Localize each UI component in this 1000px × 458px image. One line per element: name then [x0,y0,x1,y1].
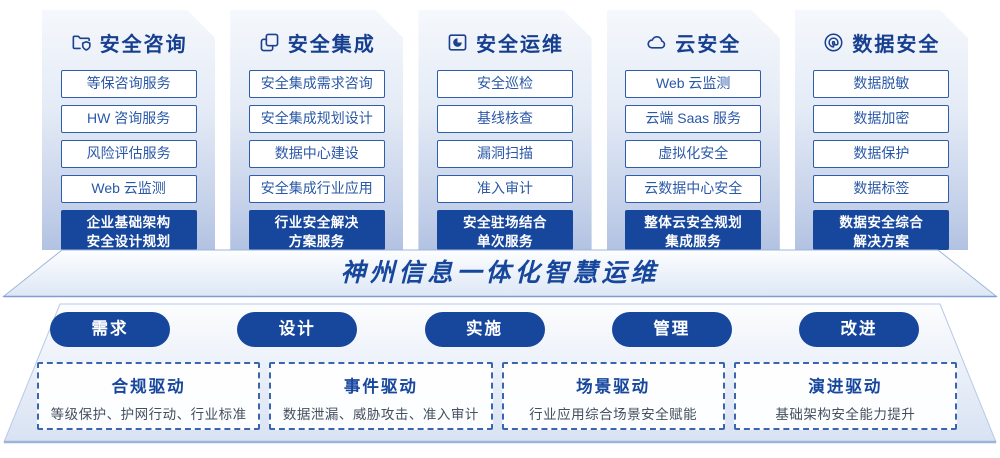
service-item: 云端 Saas 服务 [625,105,761,133]
service-item-list: Web 云监测云端 Saas 服务虚拟化安全云数据中心安全 [625,70,761,203]
service-item: HW 咨询服务 [61,105,197,133]
column-title: 安全运维 [476,33,564,56]
service-item: 安全集成需求咨询 [249,70,385,98]
pie-folder-icon [446,31,469,54]
service-item: 安全巡检 [437,70,573,98]
cloud-icon [645,31,668,54]
column-footer-label: 行业安全解决 方案服务 [249,210,385,250]
service-item: 基线核查 [437,105,573,133]
column-header: 安全运维 [446,29,564,55]
column-footer-label: 数据安全综合 解决方案 [813,210,949,250]
driver-box: 合规驱动 等级保护、护网行动、行业标准 [37,362,261,430]
column-title: 安全集成 [287,33,376,56]
driver-box: 演进驱动 基础架构安全能力提升 [733,362,957,430]
phase-pill: 实施 [424,312,545,347]
service-columns: 安全咨询 等保咨询服务 HW 咨询服务风险评估服务 Web 云监测 企业基础架构 安… [42,10,968,250]
column-title: 安全咨询 [99,33,188,56]
driver-desc: 行业应用综合场景安全赋能 [529,407,698,422]
service-item: 安全集成规划设计 [249,105,385,133]
service-item-list: 数据脱敏数据加密数据保护数据标签 [813,70,949,203]
driver-title: 场景驱动 [576,378,651,396]
driver-desc: 数据泄漏、威胁攻击、准入审计 [282,407,479,422]
column-header: 安全集成 [258,29,376,55]
service-item: 风险评估服务 [61,140,197,168]
service-column-card: 安全咨询 等保咨询服务 HW 咨询服务风险评估服务 Web 云监测 企业基础架构 安… [42,10,215,250]
folder-shield-icon [70,31,93,54]
service-item: 数据加密 [813,105,949,133]
service-item: 数据脱敏 [813,70,949,98]
phase-pill: 改进 [799,312,919,347]
driver-title: 合规驱动 [111,378,186,396]
service-column-card: 云安全 Web 云监测云端 Saas 服务虚拟化安全云数据中心安全 整体云安全规… [607,10,780,250]
driver-boxes: 合规驱动 等级保护、护网行动、行业标准 事件驱动 数据泄漏、威胁攻击、准入审计 … [37,362,957,430]
banner-title: 神州信息一体化智慧运维 [340,259,660,287]
service-item: Web 云监测 [625,70,761,98]
service-column-card: 安全集成 安全集成需求咨询安全集成规划设计数据中心建设安全集成行业应用 行业安全… [230,10,403,250]
phase-pills: 需求 设计 实施 管理 改进 [50,312,919,347]
phase-pill: 管理 [611,312,732,347]
column-title: 数据安全 [852,33,941,56]
driver-title: 演进驱动 [808,378,883,396]
service-item-list: 等保咨询服务 HW 咨询服务风险评估服务 Web 云监测 [61,70,197,203]
column-header: 安全咨询 [70,29,188,55]
service-item: 准入审计 [437,175,573,203]
driver-desc: 基础架构安全能力提升 [775,407,916,422]
driver-box: 事件驱动 数据泄漏、威胁攻击、准入审计 [269,362,493,430]
column-footer-label: 安全驻场结合 单次服务 [437,210,573,250]
service-item: 云数据中心安全 [625,175,761,203]
service-column-card: 数据安全 数据脱敏数据加密数据保护数据标签 数据安全综合 解决方案 [795,10,968,250]
service-item: 虚拟化安全 [625,140,761,168]
service-column-card: 安全运维 安全巡检基线核查漏洞扫描准入审计 安全驻场结合 单次服务 [418,10,591,250]
banner-trapezoid [2,249,998,298]
column-header: 数据安全 [822,29,940,55]
fingerprint-icon [822,31,845,54]
service-item: Web 云监测 [61,175,197,203]
phase-pill: 设计 [237,312,358,347]
driver-box: 场景驱动 行业应用综合场景安全赋能 [501,362,725,430]
column-header: 云安全 [645,29,741,55]
column-title: 云安全 [675,33,742,56]
service-item-list: 安全集成需求咨询安全集成规划设计数据中心建设安全集成行业应用 [249,70,385,203]
service-item: 数据保护 [813,140,949,168]
column-footer-label: 整体云安全规划 集成服务 [625,210,761,250]
service-item: 数据标签 [813,175,949,203]
documents-icon [258,31,281,54]
service-item: 数据中心建设 [249,140,385,168]
driver-title: 事件驱动 [343,378,418,396]
column-footer-label: 企业基础架构 安全设计规划 [61,210,197,250]
service-item: 安全集成行业应用 [249,175,385,203]
service-item: 漏洞扫描 [437,140,573,168]
service-item-list: 安全巡检基线核查漏洞扫描准入审计 [437,70,573,203]
driver-desc: 等级保护、护网行动、行业标准 [50,407,247,422]
service-item: 等保咨询服务 [61,70,197,98]
phase-pill: 需求 [50,312,170,347]
